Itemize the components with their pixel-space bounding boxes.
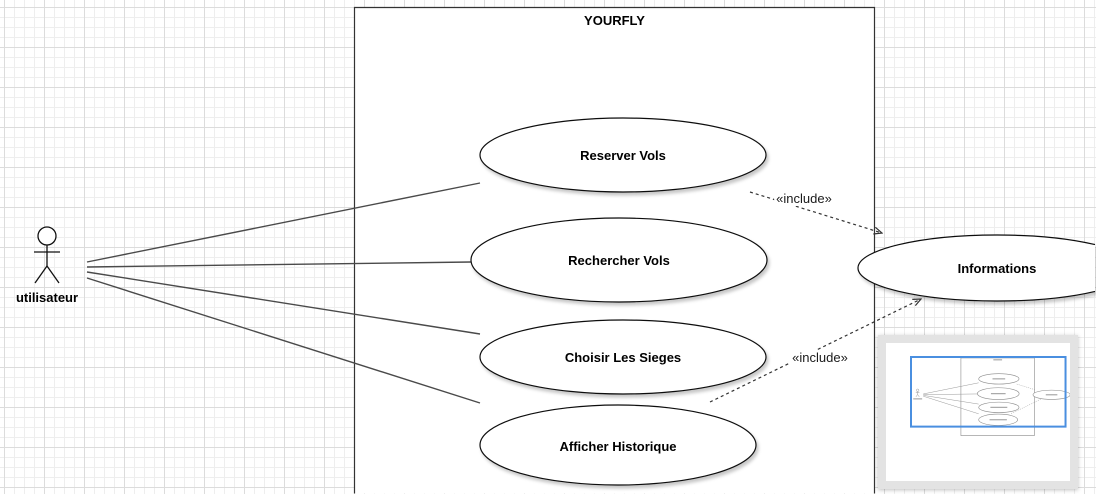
include-edge-historique-informations[interactable]: «include» <box>709 299 921 403</box>
outline-text-mark <box>913 398 923 400</box>
use-case-shape[interactable] <box>470 217 768 303</box>
outline-text-mark <box>1045 394 1058 396</box>
outline-text-mark <box>993 359 1003 361</box>
include-edge-reserver-informations[interactable]: «include» <box>749 191 882 233</box>
use-case-shape[interactable] <box>479 117 767 193</box>
outline-actor-leg <box>916 395 918 397</box>
include-line[interactable] <box>749 191 882 233</box>
outline-panel[interactable] <box>878 335 1078 489</box>
association-afficher-historique[interactable] <box>86 277 481 404</box>
outline-association <box>923 395 978 404</box>
use-case-shape[interactable] <box>857 234 1096 302</box>
use-case-afficher-historique[interactable]: Afficher Historique <box>479 404 757 486</box>
use-case-label: Rechercher Vols <box>568 253 670 268</box>
actor-left-leg <box>34 265 48 284</box>
outline-viewport-frame[interactable] <box>911 357 1066 427</box>
actor-right-leg <box>46 265 60 284</box>
outline-actor <box>913 389 923 400</box>
use-case-label: Informations <box>958 261 1037 276</box>
outline-diagram <box>911 357 1070 436</box>
system-boundary-border[interactable] <box>353 6 876 494</box>
association-reserver-vols[interactable] <box>86 182 481 263</box>
outline-text-mark <box>990 406 1008 408</box>
use-case-choisir-les-sieges[interactable]: Choisir Les Sieges <box>479 319 767 395</box>
association-rechercher-vols[interactable] <box>86 261 472 268</box>
include-label-background <box>774 191 834 206</box>
include-label: «include» <box>776 191 832 206</box>
use-case-label: Afficher Historique <box>559 439 676 454</box>
outline-thumbnail <box>886 343 1070 481</box>
include-label-background <box>790 350 850 365</box>
actor-utilisateur[interactable]: utilisateur <box>16 226 78 305</box>
outline-text-mark <box>989 419 1007 421</box>
use-case-rechercher-vols[interactable]: Rechercher Vols <box>470 217 768 303</box>
outline-association <box>923 396 978 414</box>
use-case-shape[interactable] <box>479 319 767 395</box>
use-case-reserver-vols[interactable]: Reserver Vols <box>479 117 767 193</box>
outline-include <box>1017 384 1036 390</box>
outline-actor-head <box>916 389 919 392</box>
actor-associations <box>86 182 481 404</box>
outline-association <box>923 394 977 395</box>
use-case-shape[interactable] <box>479 404 757 486</box>
actor-head <box>37 226 57 246</box>
outline-text-mark <box>990 393 1006 395</box>
outline-text-mark <box>992 378 1006 380</box>
include-label: «include» <box>792 350 848 365</box>
use-case-label: Reserver Vols <box>580 148 666 163</box>
outline-include <box>1011 399 1041 414</box>
association-choisir-les-sieges[interactable] <box>86 271 481 335</box>
use-case-label: Choisir Les Sieges <box>565 350 681 365</box>
outline-associations <box>923 383 1041 414</box>
use-case-informations[interactable]: Informations <box>857 234 1096 302</box>
outline-actor-leg <box>918 395 920 397</box>
outline-association <box>923 383 978 394</box>
actor-label: utilisateur <box>16 290 78 305</box>
system-title: YOURFLY <box>584 13 645 28</box>
